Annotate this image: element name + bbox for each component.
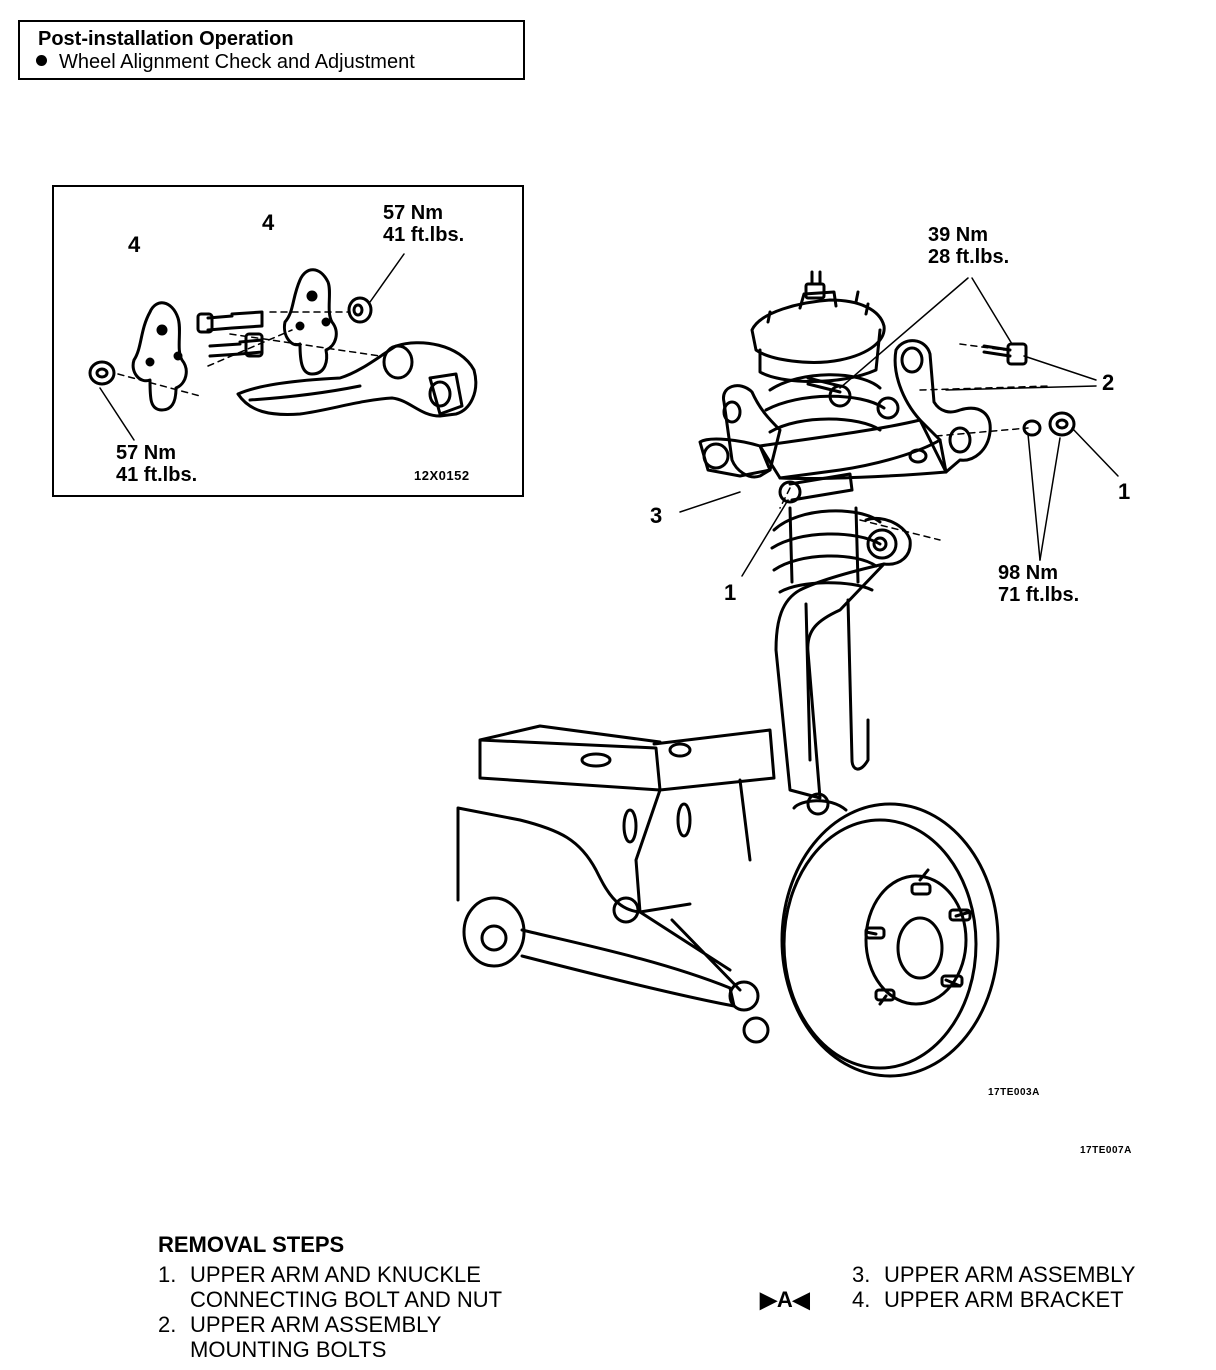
inset-figure-code: 12X0152 [414,468,470,483]
post-installation-title: Post-installation Operation [38,28,294,50]
removal-step-number: 4. [852,1287,871,1312]
callout-3: 3 [650,503,663,528]
callout-1-left: 1 [724,580,737,605]
removal-step-number: 2. [158,1312,177,1337]
inset-upper-arm [236,341,478,418]
bullet-icon [36,55,47,67]
strut-top-mount [750,298,886,364]
callout-2: 2 [1102,370,1115,395]
brake-drum [780,802,1000,1078]
torque-39-ftlbs: 28 ft.lbs. [928,246,1010,268]
inset-left-bracket [131,301,188,412]
figure-code-b: 17TE007A [1080,1145,1132,1156]
callout-1-right: 1 [1118,479,1131,504]
removal-step-number: 1. [158,1262,177,1287]
lower-arm-bushing [462,896,526,968]
removal-step-4: ▶A◀ 4. UPPER ARM BRACKET [760,1287,1124,1312]
removal-step-text-cont: CONNECTING BOLT AND NUT [190,1287,503,1312]
post-installation-item-text: Wheel Alignment Check and Adjustment [59,51,415,73]
removal-step-text: UPPER ARM AND KNUCKLE [190,1262,481,1287]
inset-callout-4-right: 4 [262,210,275,235]
removal-step-text: UPPER ARM ASSEMBLY [884,1262,1136,1287]
torque-98-ftlbs: 71 ft.lbs. [998,584,1080,606]
figure-code-a: 17TE003A [988,1087,1040,1098]
removal-step-2: 2. UPPER ARM ASSEMBLY MOUNTING BOLTS [158,1312,441,1362]
post-installation-box: Post-installation Operation Wheel Alignm… [18,20,525,80]
inset-torque-top-ftlbs: 41 ft.lbs. [383,224,465,246]
removal-step-3: 3. UPPER ARM ASSEMBLY [852,1262,1135,1287]
service-mark-a: ▶A◀ [760,1287,810,1312]
removal-step-text: UPPER ARM BRACKET [884,1287,1124,1312]
torque-98-nm: 98 Nm [998,562,1059,584]
removal-step-text: UPPER ARM ASSEMBLY [190,1312,442,1337]
post-installation-item: Wheel Alignment Check and Adjustment [36,51,415,74]
inset-right-bracket [282,268,338,376]
removal-step-text-cont: MOUNTING BOLTS [190,1337,387,1362]
upper-arm-main [758,418,942,480]
inset-torque-bottom-ftlbs: 41 ft.lbs. [116,464,198,486]
removal-steps-title: REMOVAL STEPS [158,1232,345,1257]
crossmember [478,724,662,792]
right-bracket [893,339,992,474]
upper-arm-knuckle [774,517,912,800]
removal-step-number: 3. [852,1262,871,1287]
inset-torque-top-nm: 57 Nm [383,202,444,224]
removal-step-1: 1. UPPER ARM AND KNUCKLE CONNECTING BOLT … [158,1262,502,1312]
inset-torque-bottom-nm: 57 Nm [116,442,177,464]
inset-diagram-box [52,185,524,497]
inset-callout-4-left: 4 [128,232,141,257]
left-bracket [722,384,782,479]
torque-39-nm: 39 Nm [928,224,989,246]
